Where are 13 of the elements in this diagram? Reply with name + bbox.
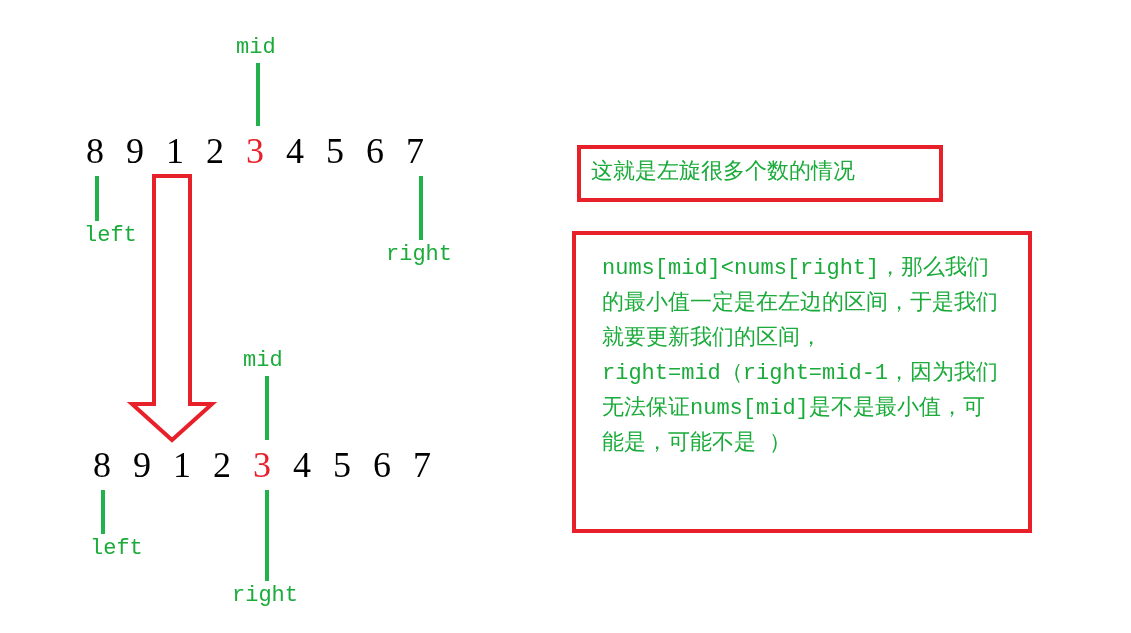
note-text: right=mid（right=mid-1，因为我们无法保证nums[mid]是不是最小值，可能是，可能不是 ） [602, 360, 1000, 458]
pointer-label: mid [243, 348, 283, 374]
pointer-label: left [90, 536, 143, 562]
note-box [577, 145, 943, 202]
pointer-label: right [386, 242, 452, 268]
number-array: 8 9 1 2 3 4 5 6 7 [93, 442, 431, 488]
pointer-label: right [232, 583, 298, 609]
note-box [572, 231, 1032, 533]
note-text: 这就是左旋很多个数的情况 [591, 158, 856, 187]
pointer-label: mid [236, 35, 276, 61]
block-arrow [126, 174, 218, 443]
pointer-label: left [84, 223, 137, 249]
number-array: 8 9 1 2 3 4 5 6 7 [86, 128, 424, 174]
